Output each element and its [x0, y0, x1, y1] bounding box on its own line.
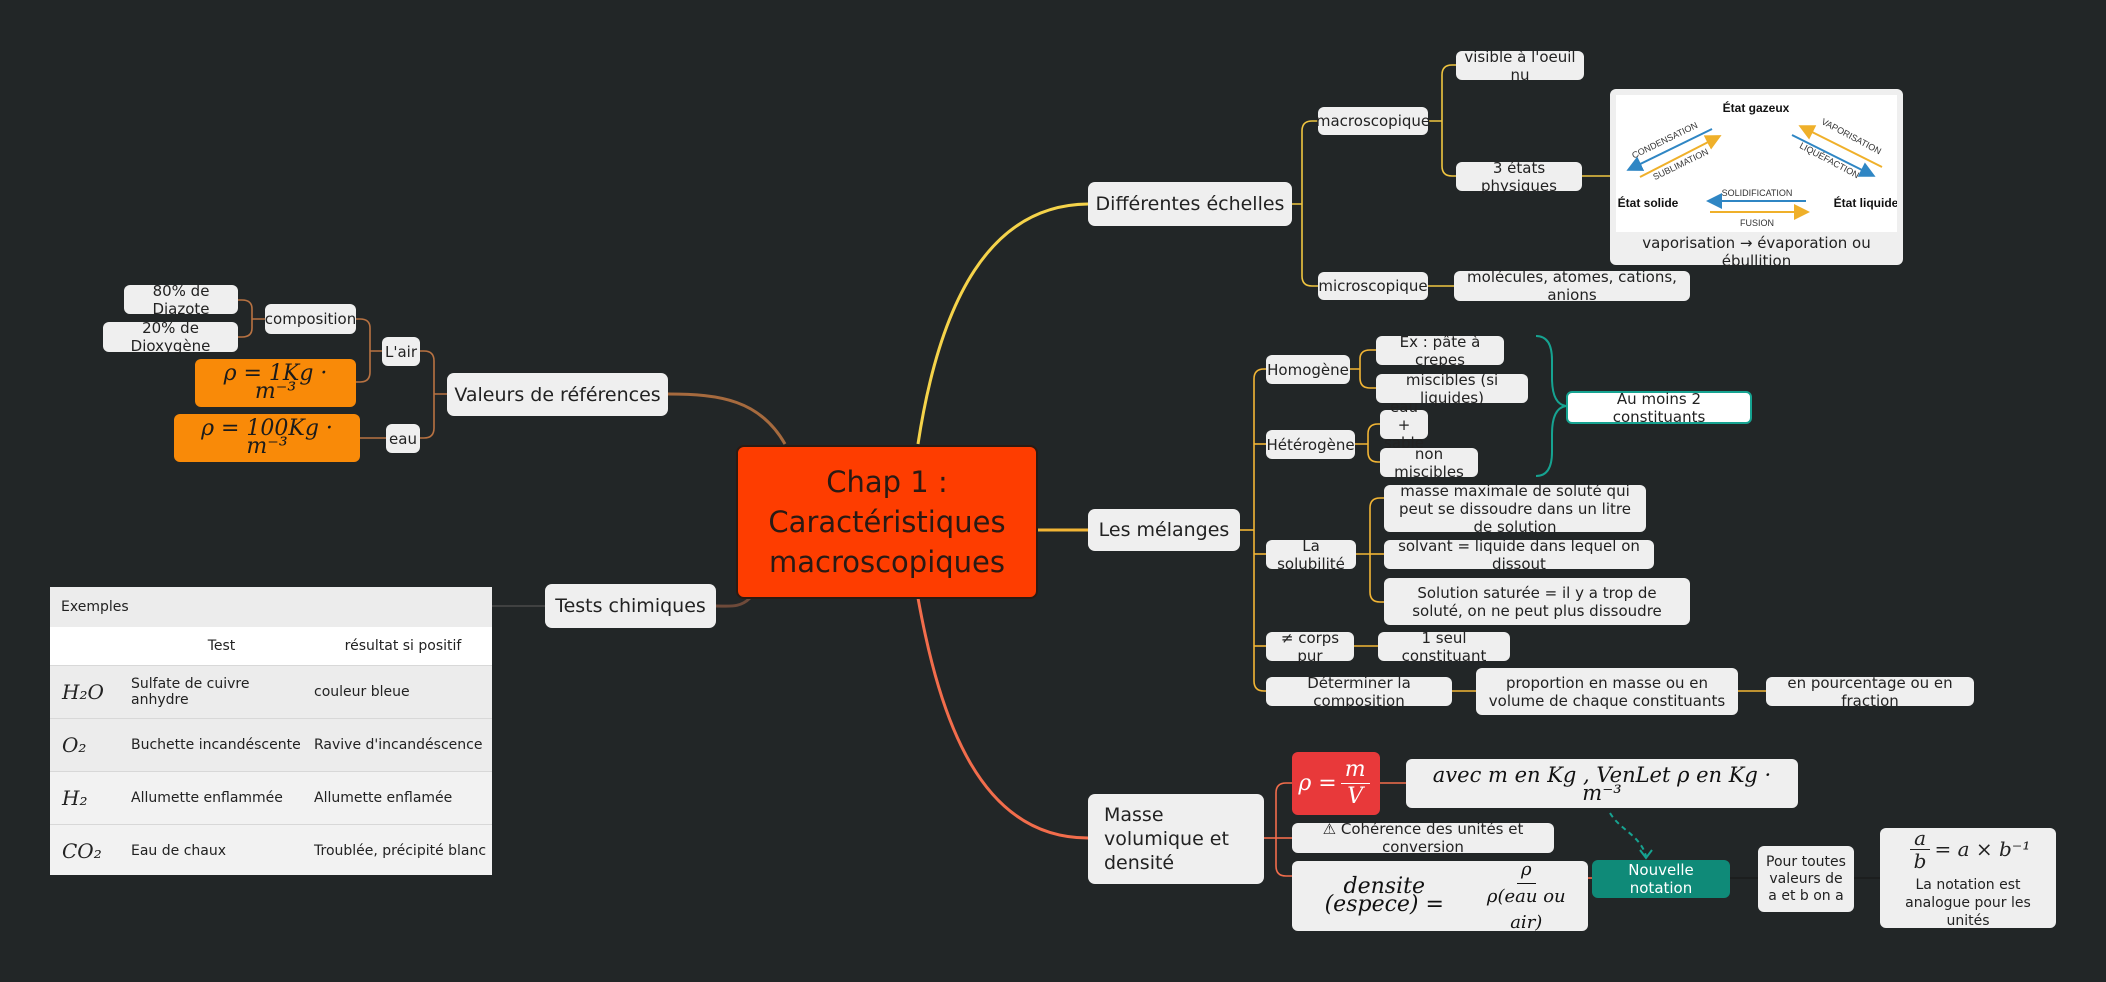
- table-cell-species: H₂O: [62, 680, 104, 704]
- node-rho-formula[interactable]: ρ = m V: [1292, 752, 1380, 815]
- ab-denominator: b: [1913, 848, 1927, 873]
- topic-masse-volumique[interactable]: Masse volumique et densité: [1088, 794, 1264, 884]
- densite-lhs: densite (espece) =: [1324, 874, 1444, 917]
- densite-fraction: ρ ρ(eau ou air): [1475, 857, 1578, 936]
- densite-denominator: ρ(eau ou air): [1486, 885, 1566, 933]
- arrow-condensation: [1626, 128, 1713, 171]
- node-avec-unites[interactable]: avec m en Kg , VenLet ρ en Kg · m⁻³: [1406, 759, 1798, 808]
- rho-lhs: ρ =: [1298, 770, 1337, 796]
- node-solvant[interactable]: solvant = liquide dans lequel on dissout: [1384, 537, 1654, 573]
- table-cell-result: Troublée, précipité blanc: [314, 843, 487, 859]
- topic-tests-chimiques[interactable]: Tests chimiques: [545, 584, 716, 628]
- table-header-row: Test résultat si positif: [50, 627, 492, 665]
- node-miscibles[interactable]: miscibles (si liquides): [1376, 371, 1528, 407]
- node-densite-formula[interactable]: densite (espece) = ρ ρ(eau ou air): [1292, 859, 1588, 933]
- notation-formula: a b = a × b⁻¹: [1906, 827, 2031, 872]
- label-solidification: SOLIDIFICATION: [1722, 188, 1793, 198]
- node-visible[interactable]: visible à l'oeuil nu: [1456, 48, 1584, 84]
- node-coherence[interactable]: ⚠ Cohérence des unités et conversion: [1292, 820, 1554, 856]
- ab-numerator: a: [1910, 827, 1931, 850]
- node-dioxygene[interactable]: 20% de Dioxygène: [103, 319, 238, 355]
- topic-differentes-echelles[interactable]: Différentes échelles: [1088, 182, 1292, 226]
- ab-fraction: a b: [1910, 827, 1931, 872]
- table-header-cell: Test: [207, 638, 236, 654]
- brace: [1535, 335, 1567, 477]
- states-diagram: État gazeux État solide État liquide CON…: [1616, 95, 1899, 232]
- states-image-node[interactable]: État gazeux État solide État liquide CON…: [1610, 89, 1903, 270]
- node-pourcentage[interactable]: en pourcentage ou en fraction: [1766, 674, 1974, 710]
- densite-numerator: ρ: [1516, 857, 1536, 884]
- table-cell-result: Ravive d'incandéscence: [314, 737, 483, 753]
- arrow-vaporisation: [1798, 125, 1883, 168]
- table-row: CO₂ Eau de chaux Troublée, précipité bla…: [50, 824, 492, 877]
- table-cell-test: Buchette incandéscente: [131, 737, 301, 753]
- node-masse-max[interactable]: masse maximale de soluté qui peut se dis…: [1384, 482, 1646, 536]
- root-line-3: macroscopiques: [769, 545, 1005, 579]
- node-pour-toutes-valeurs[interactable]: Pour toutes valeurs de a et b on a: [1758, 846, 1854, 912]
- notation-note: La notation est analogue pour les unités: [1905, 876, 2031, 929]
- node-air[interactable]: L'air: [382, 337, 420, 366]
- table-header-cell: résultat si positif: [344, 638, 462, 654]
- label-fusion: FUSION: [1740, 218, 1774, 228]
- topic-valeurs-references[interactable]: Valeurs de références: [447, 373, 668, 416]
- arrow-sublimation: [1639, 135, 1722, 178]
- table-cell-result: couleur bleue: [314, 684, 410, 700]
- node-proportion[interactable]: proportion en masse ou en volume de chaq…: [1476, 668, 1738, 715]
- table-cell-species: H₂: [62, 786, 88, 810]
- rho-denominator: V: [1347, 784, 1364, 809]
- node-au-moins-2-constituants[interactable]: Au moins 2 constituants: [1566, 390, 1752, 426]
- root-line-1: Chap 1 :: [826, 465, 948, 499]
- node-notation-fraction[interactable]: a b = a × b⁻¹ La notation est analogue p…: [1880, 827, 2056, 929]
- node-microscopique[interactable]: microscopique: [1318, 272, 1428, 300]
- table-cell-test: Eau de chaux: [131, 843, 227, 859]
- rho-numerator: m: [1340, 757, 1370, 784]
- table-cell-test: Allumette enflammée: [131, 790, 283, 806]
- table-cell-test: Sulfate de cuivre anhydre: [131, 676, 250, 708]
- label-vaporisation: VAPORISATION: [1820, 116, 1883, 156]
- table-cell-species: CO₂: [62, 839, 102, 863]
- table-title: Exemples: [50, 587, 492, 627]
- node-rho-air[interactable]: ρ = 1Kg · m⁻³: [195, 359, 356, 407]
- states-caption: vaporisation → évaporation ou ébullition: [1642, 234, 1871, 270]
- table-cell-species: O₂: [62, 733, 87, 757]
- table-row: O₂ Buchette incandéscente Ravive d'incan…: [50, 718, 492, 771]
- node-solution-saturee[interactable]: Solution saturée = il y a trop de soluté…: [1384, 578, 1690, 625]
- table-row: H₂ Allumette enflammée Allumette enflamé…: [50, 771, 492, 824]
- node-diazote[interactable]: 80% de Diazote: [124, 282, 238, 318]
- table-cell-result: Allumette enflamée: [314, 790, 453, 806]
- node-un-constituant[interactable]: 1 seul constituant: [1378, 629, 1510, 665]
- topic-les-melanges[interactable]: Les mélanges: [1088, 509, 1240, 551]
- label-liquide: État liquide: [1834, 195, 1897, 210]
- node-nouvelle-notation[interactable]: Nouvelle notation: [1592, 860, 1730, 898]
- root-topic[interactable]: Chap 1 : Caractéristiques macroscopiques: [736, 445, 1038, 599]
- node-ex-pate[interactable]: Ex : pâte à crepes: [1376, 333, 1504, 369]
- tests-table[interactable]: Exemples Test résultat si positif H₂O Su…: [50, 587, 492, 875]
- node-eau[interactable]: eau: [386, 424, 420, 453]
- table-row: H₂O Sulfate de cuivre anhydre couleur bl…: [50, 665, 492, 718]
- node-macroscopique[interactable]: macroscopique: [1316, 107, 1430, 135]
- rho-fraction: m V: [1340, 757, 1370, 810]
- label-sublimation: SUBLIMATION: [1651, 147, 1710, 182]
- node-composition[interactable]: composition: [265, 304, 356, 334]
- node-eau-sable[interactable]: eau + sable: [1380, 398, 1428, 452]
- node-non-miscibles[interactable]: non miscibles: [1380, 445, 1478, 481]
- arrow-liquefaction: [1791, 134, 1876, 177]
- node-molecules[interactable]: molécules, atomes, cations, anions: [1454, 268, 1690, 304]
- node-3-etats[interactable]: 3 états physiques: [1456, 159, 1582, 195]
- label-liquefaction: LIQUÉFACTION: [1798, 140, 1861, 180]
- node-rho-eau[interactable]: ρ = 100Kg · m⁻³: [174, 414, 360, 462]
- label-solide: État solide: [1618, 195, 1679, 210]
- ab-rhs: = a × b⁻¹: [1934, 837, 2031, 861]
- node-homogene[interactable]: Homogène: [1266, 355, 1350, 384]
- node-corps-pur[interactable]: ≠ corps pur: [1266, 629, 1354, 665]
- node-solubilite[interactable]: La solubilité: [1266, 537, 1356, 573]
- label-gazeux: État gazeux: [1723, 100, 1790, 115]
- node-heterogene[interactable]: Hétérogène: [1266, 430, 1355, 459]
- root-line-2: Caractéristiques: [768, 505, 1006, 539]
- node-determiner-composition[interactable]: Déterminer la composition: [1266, 674, 1452, 710]
